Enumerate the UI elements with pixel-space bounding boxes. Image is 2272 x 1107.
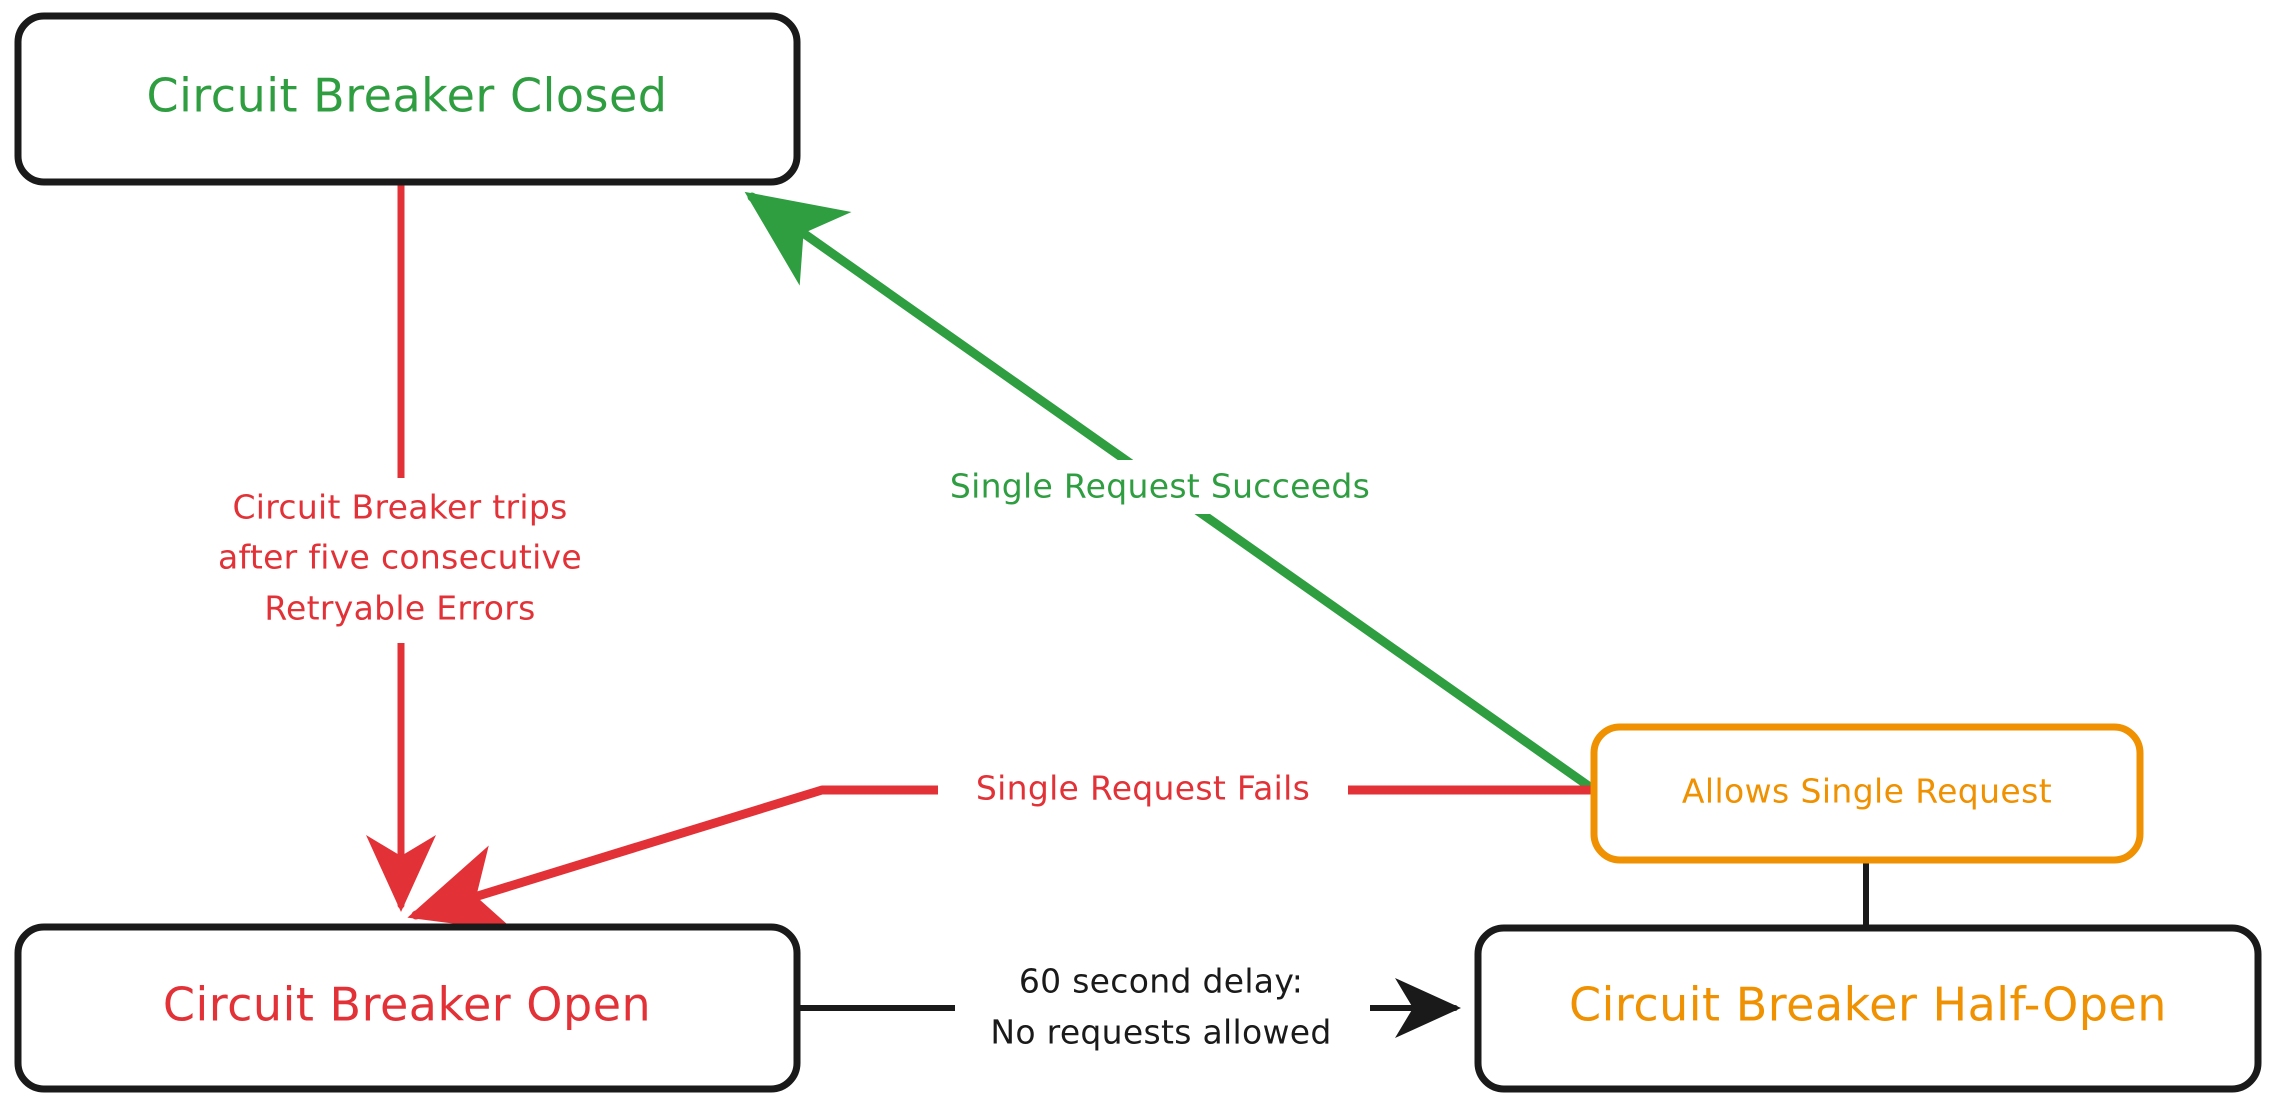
- edge-label-allows-to-open: Single Request Fails: [938, 765, 1348, 817]
- edge-label-open-to-halfopen: 60 second delay: No requests allowed: [955, 955, 1370, 1065]
- edge-label-allows-to-open-text: Single Request Fails: [976, 769, 1310, 808]
- node-circuit-breaker-half-open[interactable]: Circuit Breaker Half-Open: [1474, 924, 2262, 1093]
- node-allows-single-request-label: Allows Single Request: [1682, 772, 2052, 811]
- edge-label-allows-to-closed: Single Request Succeeds: [915, 460, 1405, 514]
- node-circuit-breaker-half-open-box[interactable]: [1474, 924, 2262, 1093]
- edge-label-allows-to-closed-text: Single Request Succeeds: [950, 467, 1370, 506]
- edge-label-allows-to-open-bg: [938, 765, 1348, 817]
- edge-label-allows-to-closed-bg: [915, 460, 1405, 514]
- edge-label-open-to-halfopen-line2: No requests allowed: [990, 1013, 1331, 1052]
- edge-label-closed-to-open-line3: Retryable Errors: [264, 589, 535, 628]
- node-circuit-breaker-closed-label: Circuit Breaker Closed: [147, 69, 668, 123]
- node-circuit-breaker-open-box[interactable]: [14, 923, 801, 1093]
- edge-label-closed-to-open: Circuit Breaker trips after five consecu…: [215, 478, 635, 643]
- node-circuit-breaker-closed[interactable]: Circuit Breaker Closed: [14, 12, 801, 186]
- edge-label-closed-to-open-line2: after five consecutive: [218, 538, 582, 577]
- node-circuit-breaker-closed-box[interactable]: [14, 12, 801, 186]
- edge-label-open-to-halfopen-line1: 60 second delay:: [1019, 962, 1303, 1001]
- edge-label-closed-to-open-bg: [215, 478, 635, 643]
- node-allows-single-request[interactable]: Allows Single Request: [1590, 723, 2144, 864]
- node-circuit-breaker-half-open-label: Circuit Breaker Half-Open: [1569, 978, 2167, 1032]
- edge-label-open-to-halfopen-bg: [955, 955, 1370, 1065]
- node-circuit-breaker-open-label: Circuit Breaker Open: [163, 978, 651, 1032]
- node-allows-single-request-box[interactable]: [1590, 723, 2144, 864]
- node-circuit-breaker-open[interactable]: Circuit Breaker Open: [14, 923, 801, 1093]
- edge-label-closed-to-open-line1: Circuit Breaker trips: [232, 488, 567, 527]
